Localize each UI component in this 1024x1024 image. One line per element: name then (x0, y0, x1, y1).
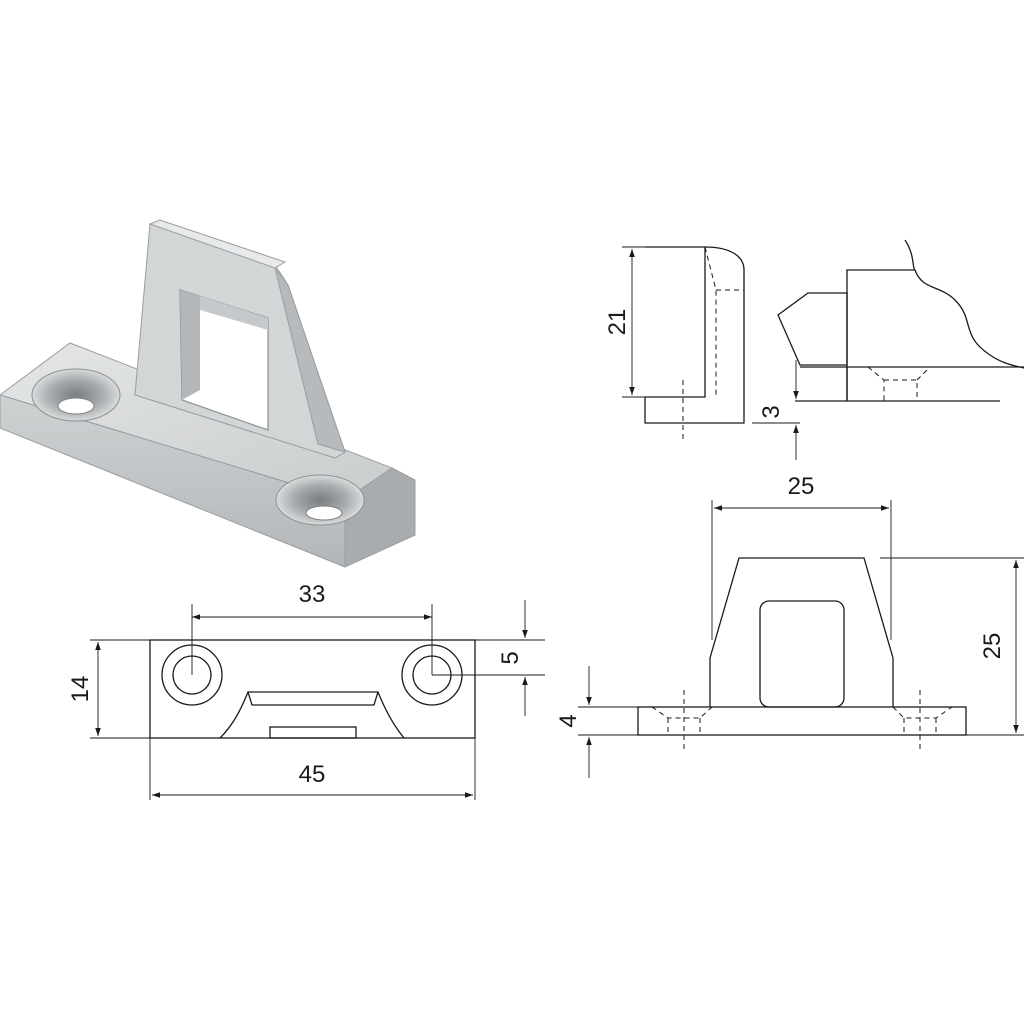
dim-label-base-thickness: 4 (555, 714, 582, 727)
dim-label-hole-diameter: 5 (497, 651, 524, 664)
front-view-body (709, 557, 894, 707)
keeper-side (274, 267, 346, 453)
dim-label-front-height: 25 (979, 633, 1006, 660)
keeper-top (148, 219, 287, 269)
dim-label-base-offset: 3 (758, 405, 785, 418)
side-view-drawing: 21 (604, 246, 745, 440)
top-view-keeper-recess (219, 691, 405, 739)
product-illustration (0, 219, 416, 568)
dim-label-side-height: 21 (604, 309, 631, 336)
side-view-profile (644, 246, 745, 424)
top-view-outline (149, 639, 476, 739)
left-screw-hole (31, 368, 121, 422)
dim-label-base-width: 14 (67, 676, 94, 703)
frame-block (846, 269, 1024, 400)
dim-label-hole-spacing: 33 (299, 581, 326, 608)
bolt-head (777, 292, 848, 366)
dim-label-base-length: 45 (299, 761, 326, 788)
top-view-drawing: 33 14 5 45 (67, 581, 545, 800)
dim-label-top-width: 25 (788, 473, 815, 500)
front-view-window (759, 600, 845, 708)
front-view-base (637, 706, 967, 736)
front-view-drawing: 25 25 4 (555, 473, 1024, 778)
installation-view-drawing: 3 (752, 239, 1024, 460)
